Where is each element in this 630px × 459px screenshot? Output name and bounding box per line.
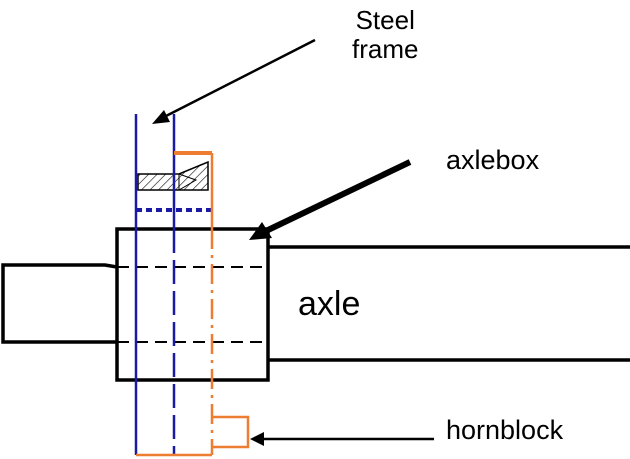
axle-journal	[1, 263, 118, 344]
steel-frame-label-line2: frame	[352, 33, 419, 64]
hatched-block-detail	[178, 173, 198, 191]
steel-frame-leader-line	[165, 38, 316, 118]
axlebox-label: axlebox	[446, 145, 540, 175]
axlebox-leader-line	[266, 159, 412, 233]
axle-label: axle	[298, 285, 361, 323]
hornblock-arrowhead	[250, 432, 264, 446]
axlebox-body	[115, 227, 270, 382]
axlebox-arrowhead	[249, 222, 272, 240]
steel-frame-arrowhead	[152, 110, 170, 124]
hornblock-label: hornblock	[446, 415, 564, 445]
steel-frame-label: Steel frame	[352, 6, 418, 63]
hornblock-foot	[212, 415, 250, 449]
steel-frame-label-line1: Steel	[355, 5, 415, 35]
